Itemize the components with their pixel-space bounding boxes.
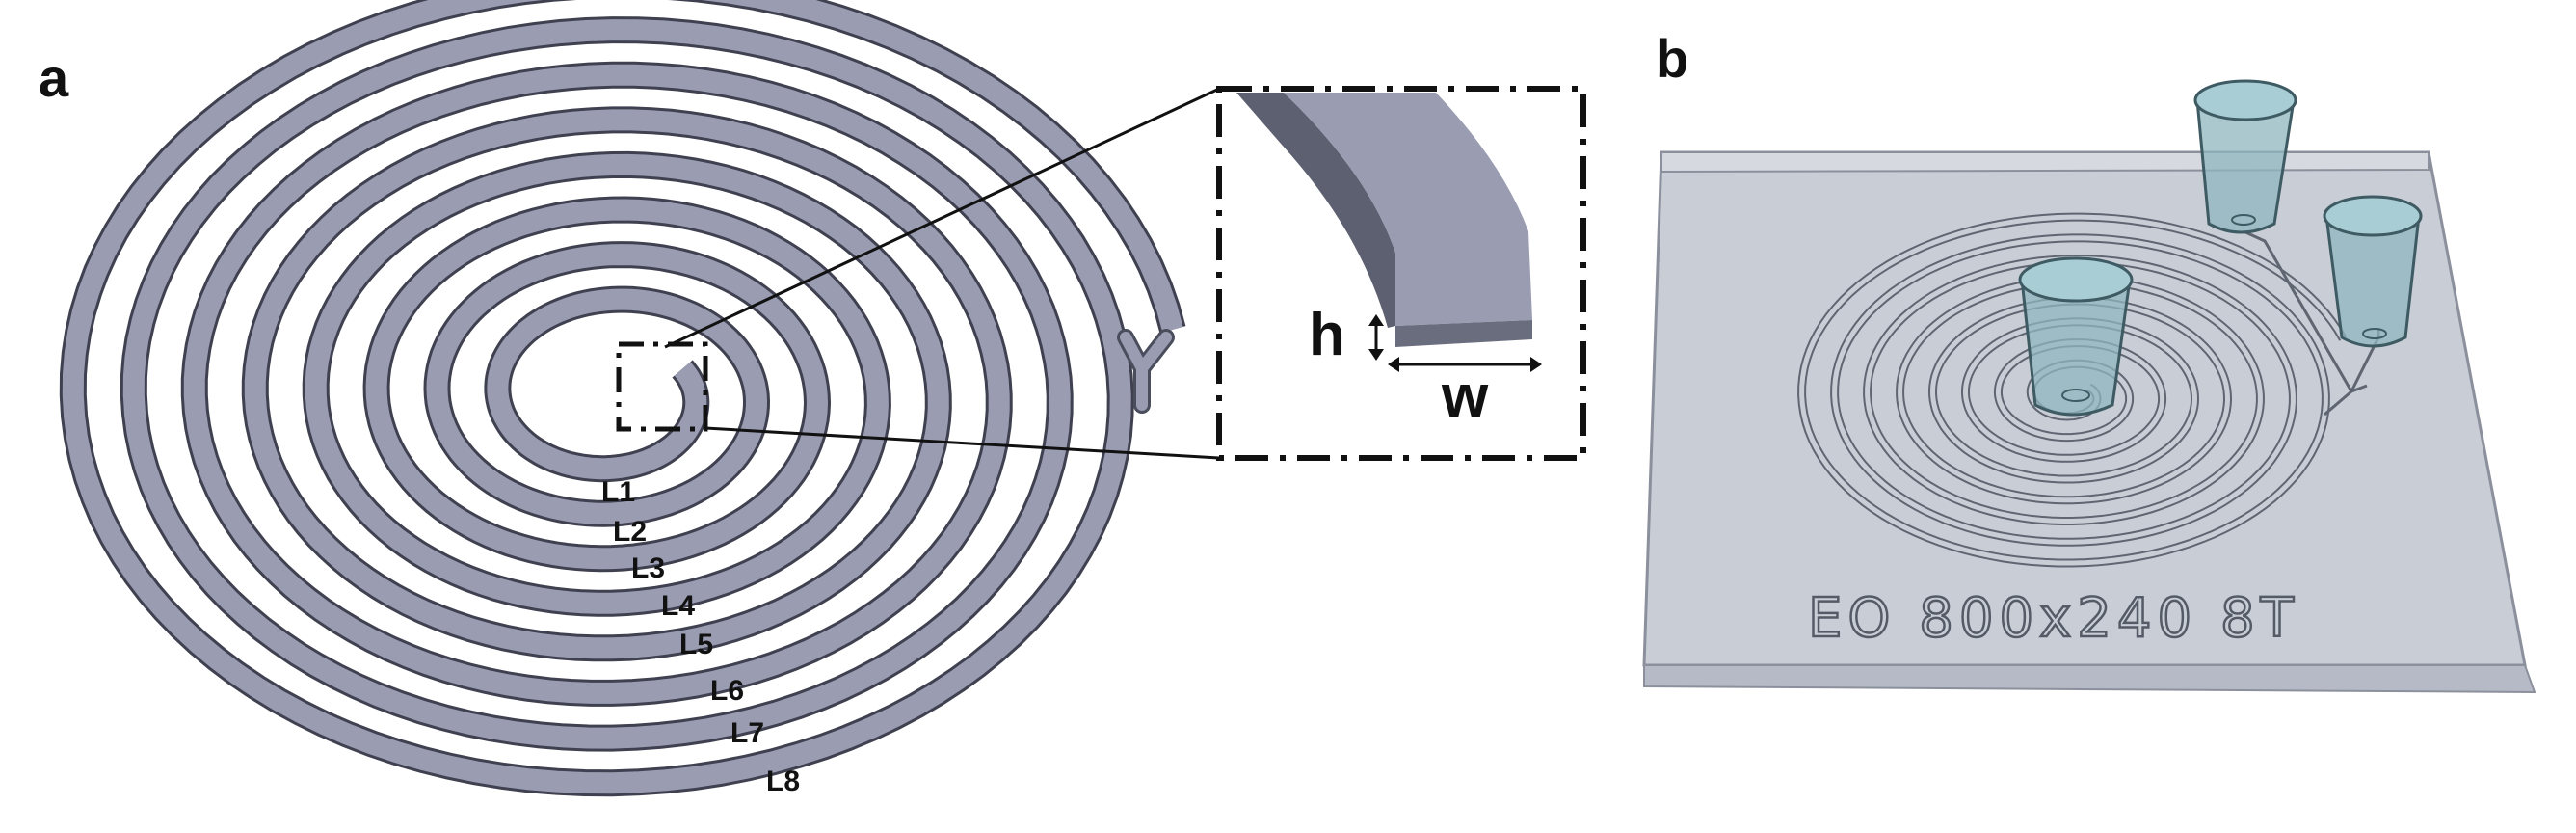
height-arrow <box>1368 314 1384 361</box>
reservoir-center <box>2018 256 2134 416</box>
chip-spiral-channel <box>1797 212 2348 568</box>
turn-label-2: L2 <box>613 516 647 548</box>
reservoir-right <box>2323 195 2423 348</box>
turn-label-7: L7 <box>730 717 764 749</box>
turn-label-6: L6 <box>710 675 744 707</box>
turn-label-8: L8 <box>766 766 800 797</box>
height-label: h <box>1309 302 1345 368</box>
turn-label-1: L1 <box>601 476 635 508</box>
turn-label-4: L4 <box>661 590 695 622</box>
channel-cross-section <box>1395 320 1532 347</box>
chip-engraving: EO 800x240 8T <box>1808 587 2299 650</box>
turn-label-3: L3 <box>631 552 665 584</box>
zoom-selection-box <box>616 341 708 432</box>
panel-a: a L1 L2 L3 L4 L5 L6 L7 L8 <box>39 0 1586 797</box>
panel-b: b EO 8 <box>1642 28 2536 694</box>
panel-b-label: b <box>1656 28 1688 89</box>
turn-label-5: L5 <box>679 629 713 660</box>
reservoir-top <box>2193 79 2297 234</box>
spiral-channel <box>59 0 1186 797</box>
spiral-outlet <box>1117 329 1175 414</box>
zoom-connector-bottom <box>704 426 1220 460</box>
zoom-connector-top <box>664 87 1220 349</box>
width-arrow <box>1388 357 1542 372</box>
chip-spiral-inner <box>1799 214 2346 566</box>
channel-top-face <box>1284 93 1532 326</box>
panel-a-label: a <box>39 47 69 108</box>
width-label: w <box>1441 363 1489 430</box>
spiral-channel-fill <box>62 0 1183 794</box>
channel-inset: h w <box>1216 86 1586 461</box>
inset-frame <box>1216 86 1586 461</box>
chip-front-face <box>1643 664 2536 694</box>
chip-back-edge <box>1660 151 2430 174</box>
channel-side-face <box>1236 93 1395 328</box>
